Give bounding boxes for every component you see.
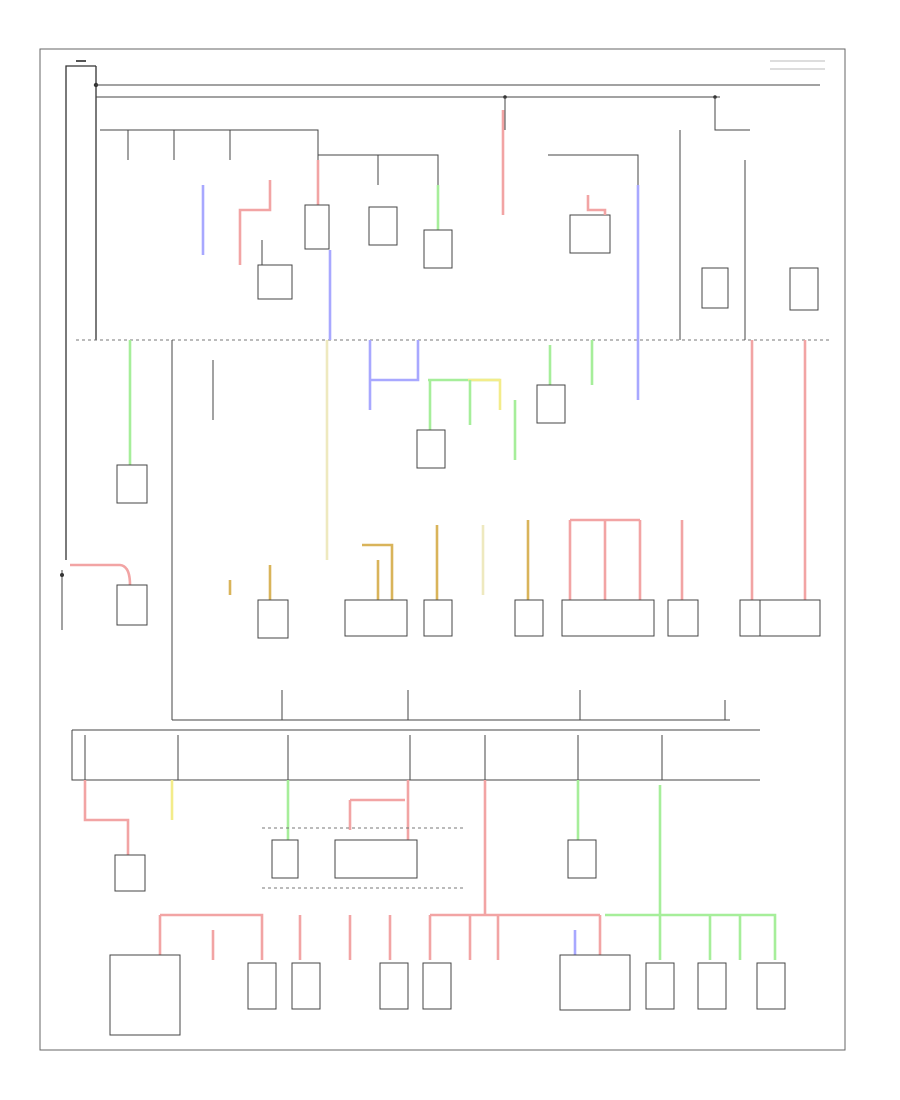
lower-middle-components bbox=[228, 500, 821, 639]
upper-bus bbox=[100, 97, 750, 185]
upper-components bbox=[201, 110, 819, 400]
bottom-components bbox=[83, 780, 786, 1036]
middle-components bbox=[116, 340, 807, 700]
illegible-labels bbox=[76, 60, 825, 70]
battery-starter bbox=[60, 563, 148, 630]
diagram-frame bbox=[39, 48, 846, 1051]
battery-feed bbox=[65, 65, 820, 560]
lower-fuse-block bbox=[71, 690, 760, 781]
